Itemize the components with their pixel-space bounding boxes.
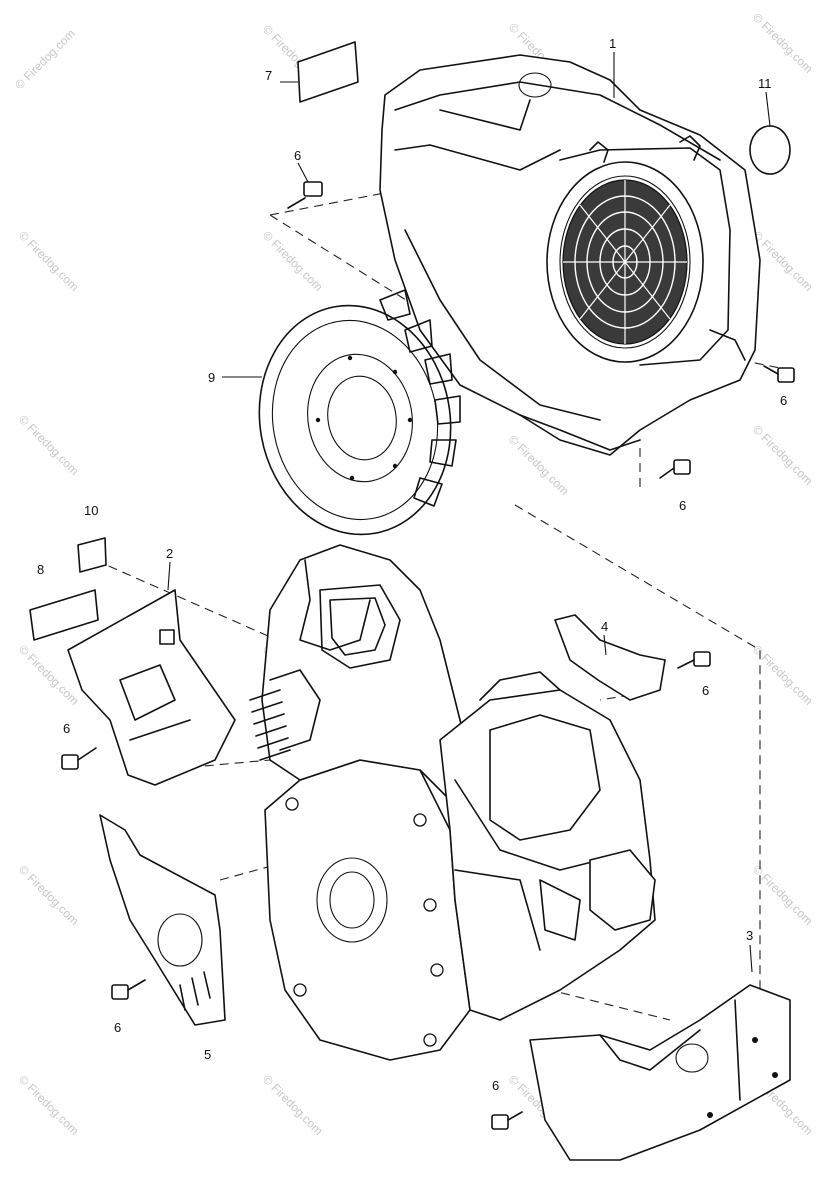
callout-4: 4 bbox=[601, 619, 608, 634]
bolt bbox=[61, 747, 97, 770]
callout-3: 3 bbox=[746, 928, 753, 943]
callout-6: 6 bbox=[294, 148, 301, 163]
bolt bbox=[677, 651, 711, 669]
shroud-panel bbox=[99, 814, 226, 1026]
bolt-fasteners bbox=[61, 181, 795, 1130]
callout-1: 1 bbox=[609, 36, 616, 51]
bottom-shroud bbox=[529, 984, 791, 1161]
watermark: © Firedog.com bbox=[750, 10, 816, 76]
watermark: © Firedog.com bbox=[12, 26, 78, 92]
callout-6: 6 bbox=[114, 1020, 121, 1035]
fan-grille bbox=[562, 179, 688, 345]
label-decal-large bbox=[29, 589, 99, 641]
callout-6: 6 bbox=[702, 683, 709, 698]
callout-5: 5 bbox=[204, 1047, 211, 1062]
callout-6: 6 bbox=[679, 498, 686, 513]
label-plate bbox=[297, 41, 359, 103]
bolt bbox=[659, 459, 691, 479]
side-bracket bbox=[554, 614, 666, 701]
callout-8: 8 bbox=[37, 562, 44, 577]
callout-6: 6 bbox=[63, 721, 70, 736]
label-decal-small bbox=[77, 537, 107, 573]
callout-2: 2 bbox=[166, 546, 173, 561]
callout-6: 6 bbox=[492, 1078, 499, 1093]
callout-9: 9 bbox=[208, 370, 215, 385]
plug-cap bbox=[749, 125, 791, 175]
watermark: © Firedog.com bbox=[16, 1072, 82, 1138]
callout-6: 6 bbox=[780, 393, 787, 408]
callout-7: 7 bbox=[265, 68, 272, 83]
bolt bbox=[763, 365, 795, 383]
watermark: © Firedog.com bbox=[260, 1072, 326, 1138]
watermark: © Firedog.com bbox=[506, 432, 572, 498]
watermark: © Firedog.com bbox=[16, 412, 82, 478]
blower-housing bbox=[379, 54, 761, 456]
flywheel bbox=[258, 289, 461, 536]
callout-labels: 1 7 11 6 6 9 6 10 8 2 4 6 6 3 6 5 6 bbox=[37, 36, 787, 1093]
bolt bbox=[491, 1111, 523, 1130]
watermark: © Firedog.com bbox=[16, 862, 82, 928]
callout-10: 10 bbox=[84, 503, 98, 518]
watermark: © Firedog.com bbox=[750, 422, 816, 488]
engine-block bbox=[249, 544, 656, 1061]
callout-11: 11 bbox=[758, 76, 772, 91]
watermark: © Firedog.com bbox=[260, 228, 326, 294]
watermark: © Firedog.com bbox=[16, 228, 82, 294]
bolt bbox=[287, 181, 323, 209]
callout-leaders bbox=[167, 52, 771, 973]
bolt bbox=[111, 979, 146, 1000]
cover-plate bbox=[67, 589, 236, 786]
